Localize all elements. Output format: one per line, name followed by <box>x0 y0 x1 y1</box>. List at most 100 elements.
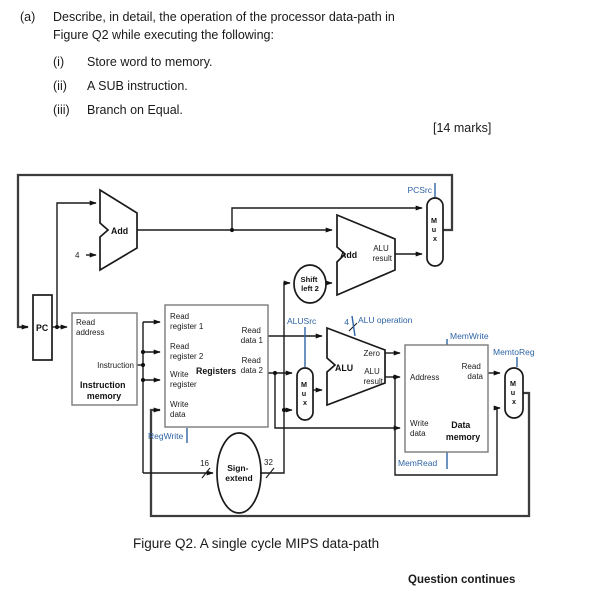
list-item: (iii)Branch on Equal. <box>53 101 183 119</box>
alu-operation-label: ALU operation <box>358 315 413 325</box>
buswidth-slash-32 <box>265 467 275 479</box>
memtoreg-mux <box>504 367 524 419</box>
registers-box <box>164 304 269 428</box>
branch-add-result-line1: ALU <box>373 244 389 253</box>
reg-port-line: Write <box>170 400 189 409</box>
pcsrc-mux <box>426 197 444 267</box>
memtoreg-mux-label: M u x <box>510 379 518 406</box>
pc-add-alu <box>99 188 138 272</box>
marks-label: [14 marks] <box>433 121 492 135</box>
imem-port-line: address <box>76 328 104 337</box>
question-continues-note: Question continues <box>408 574 516 586</box>
mux-letter: u <box>432 225 436 234</box>
reg-port-line: register 1 <box>170 322 204 331</box>
reg-port-line: Read <box>242 326 261 335</box>
junction-dot <box>54 324 60 330</box>
mux-letter: u <box>302 389 306 398</box>
memread-label: MemRead <box>398 458 437 468</box>
aluop-width-label: 4 <box>344 317 349 327</box>
instruction-memory-title: Instruction memory <box>80 380 128 401</box>
sign-extend-line: Sign- <box>227 463 248 473</box>
junction-dot <box>229 227 235 233</box>
pc-box <box>32 294 53 361</box>
reg-write-register-port: Write register <box>170 370 197 389</box>
junction-dot <box>392 374 398 380</box>
dmem-port-line: Write <box>410 419 429 428</box>
shift-label-line2: left 2 <box>301 284 319 293</box>
dmem-title-line: Data <box>451 420 470 430</box>
list-item: (i) Store word to memory. <box>53 53 213 71</box>
mux-letter: M <box>510 379 516 388</box>
imem-read-address-port: Read address <box>76 318 104 337</box>
pcsrc-mux-label: M u x <box>431 216 439 243</box>
reg-port-line: Read <box>170 342 189 351</box>
reg-port-line: data 1 <box>241 336 264 345</box>
shift-label-line1: Shift <box>301 275 318 284</box>
junction-dot <box>140 349 146 355</box>
dmem-read-data-port: Read data <box>462 362 484 381</box>
alusrc-label: ALUSrc <box>287 316 317 326</box>
junction-dot <box>281 407 287 413</box>
branch-add-result-label: ALU result <box>372 244 392 263</box>
alu-label: ALU <box>335 363 353 373</box>
wire-pc-feedback <box>16 173 454 330</box>
reg-port-line: Read <box>242 356 261 365</box>
shift-left-2-label: Shift left 2 <box>301 275 320 293</box>
instruction-memory-box <box>71 312 138 406</box>
mux-letter: M <box>431 216 437 225</box>
alu-result-port: ALU result <box>363 367 383 386</box>
reg-write-data-port: Write data <box>170 400 191 419</box>
aluop-control-line <box>351 315 356 337</box>
sign-extend-line: extend <box>225 473 252 483</box>
dmem-port-line: data <box>410 429 426 438</box>
wire-signextend-to-shift <box>260 280 291 474</box>
buswidth-slash-16 <box>201 467 211 479</box>
mux-letter: u <box>511 388 515 397</box>
item-number: (iii) <box>53 103 70 117</box>
junction-dot <box>140 362 146 368</box>
reg-port-line: Read <box>170 312 189 321</box>
reg-port-line: register 2 <box>170 352 204 361</box>
imem-title-line: memory <box>87 391 121 401</box>
dmem-port-line: Read <box>462 362 481 371</box>
alusrc-mux <box>296 367 314 421</box>
imem-instruction-port: Instruction <box>97 361 134 370</box>
main-alu <box>326 326 386 407</box>
branch-add-alu <box>336 213 396 297</box>
reg-read-data-1-port: Read data 1 <box>241 326 264 345</box>
branch-add-label: Add <box>340 250 357 260</box>
memtoreg-label: MemtoReg <box>493 347 535 357</box>
buswidth-16-label: 16 <box>200 459 209 468</box>
reg-port-line: data <box>170 410 186 419</box>
sign-extend <box>216 432 262 514</box>
pcsrc-label: PCSrc <box>407 185 432 195</box>
sign-extend-label: Sign- extend <box>225 463 252 483</box>
part-label: (a) <box>20 10 36 24</box>
dmem-port-line: data <box>467 372 483 381</box>
reg-port-line: register <box>170 380 197 389</box>
item-number: (i) <box>53 55 65 69</box>
const-4-label: 4 <box>75 251 80 260</box>
prompt-line-2: Figure Q2 while executing the following: <box>53 28 274 42</box>
alu-result-line: result <box>363 377 383 386</box>
data-memory-title: Data memory <box>446 420 480 442</box>
imem-port-line: Read <box>76 318 95 327</box>
imem-title-line: Instruction <box>80 380 125 390</box>
reg-port-line: data 2 <box>241 366 264 375</box>
wire-aluresult-to-memtoreg-mux <box>394 377 501 476</box>
mux-letter: x <box>303 398 307 407</box>
figure-caption: Figure Q2. A single cycle MIPS data-path <box>133 536 380 551</box>
registers-title: Registers <box>196 366 236 376</box>
item-text: Store word to memory. <box>87 55 213 69</box>
memwrite-label: MemWrite <box>450 331 489 341</box>
prompt-line-1: Describe, in detail, the operation of th… <box>53 10 395 24</box>
datapath-diagram: PC Add 4 Add ALU result Shift left 2 M u… <box>16 173 535 518</box>
reg-read-register-2-port: Read register 2 <box>170 342 204 361</box>
mux-letter: x <box>512 397 516 406</box>
wire-pc-to-add <box>56 200 97 327</box>
junction-dot <box>272 370 278 376</box>
reg-read-data-2-port: Read data 2 <box>241 356 264 375</box>
junction-dots <box>54 227 398 413</box>
reg-read-register-1-port: Read register 1 <box>170 312 204 331</box>
